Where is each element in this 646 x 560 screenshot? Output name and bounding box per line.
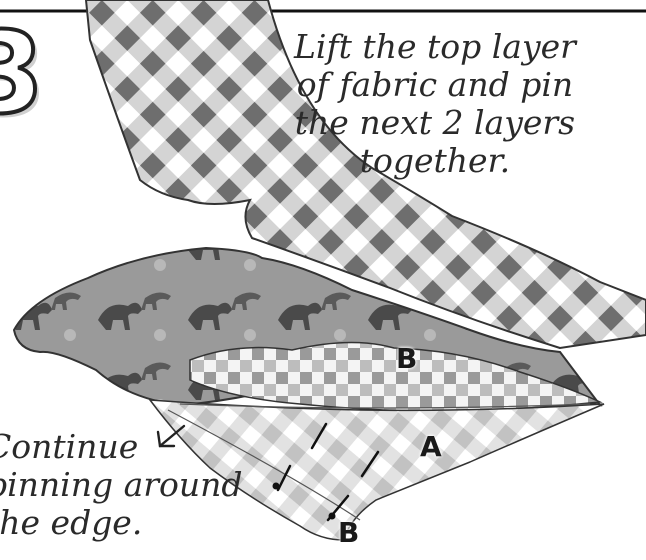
top-instruction: Lift the top layer of fabric and pin the… [294,28,576,180]
top-instruction-line-2: of fabric and pin [294,66,576,104]
top-instruction-line-3: the next 2 layers [294,104,576,142]
bottom-instruction-line-2: pinning around [0,466,243,504]
step-number: 3 [0,18,44,130]
bottom-instruction: Continue pinning around the edge. [0,428,243,542]
top-instruction-line-4: together. [294,142,576,180]
label-a: A [420,430,442,463]
label-b-upper: B [396,342,417,375]
bottom-instruction-line-1: Continue [0,428,243,466]
top-instruction-line-1: Lift the top layer [294,28,576,66]
bottom-instruction-line-3: the edge. [0,504,243,542]
label-b-lower: B [338,516,359,549]
